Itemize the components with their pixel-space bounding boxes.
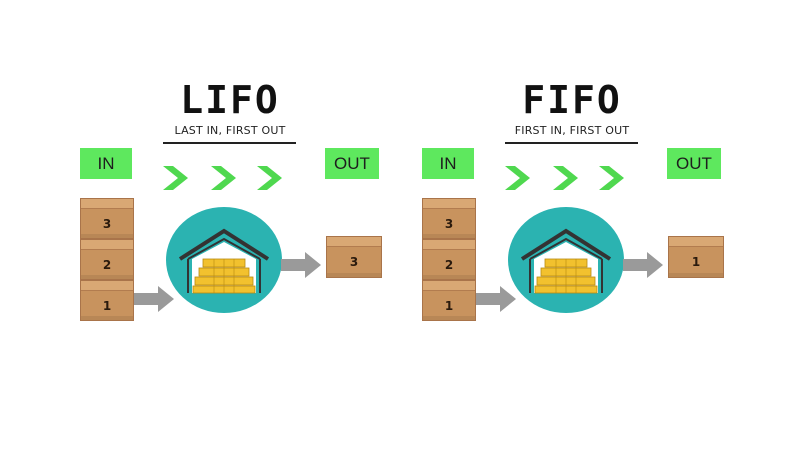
fifo-subtitle: FIRST IN, FIRST OUT (514, 124, 630, 137)
box-number: 1 (444, 299, 454, 313)
chevron-right-icon (211, 166, 236, 190)
box-flap (423, 199, 475, 209)
fifo-in-label: IN (439, 153, 457, 173)
fifo-in-tag: IN (422, 148, 474, 179)
box-flap (81, 240, 133, 250)
lifo-in-tag: IN (80, 148, 132, 179)
chevron-right-icon (257, 166, 282, 190)
box-number: 3 (102, 217, 112, 231)
fifo-out-tag: OUT (667, 148, 721, 179)
lifo-box-1: 1 (80, 280, 134, 321)
box-number: 3 (444, 217, 454, 231)
box-flap (423, 281, 475, 291)
lifo-subtitle-rule (163, 142, 296, 144)
arrow-right-icon (281, 252, 321, 278)
box-flap (81, 281, 133, 291)
fifo-out-label: OUT (676, 153, 712, 173)
box-number: 2 (444, 258, 454, 272)
chevron-right-icon (505, 166, 530, 190)
box-number: 1 (691, 255, 701, 269)
arrow-right-icon (623, 252, 663, 278)
arrow-right-icon (134, 286, 174, 312)
lifo-subtitle: LAST IN, FIRST OUT (174, 124, 286, 137)
fifo-box-1: 1 (422, 280, 476, 321)
box-flap (669, 237, 723, 247)
fifo-warehouse-icon (508, 207, 624, 313)
fifo-box-2: 2 (422, 239, 476, 280)
box-number: 2 (102, 258, 112, 272)
lifo-box-3: 3 (80, 198, 134, 239)
chevron-right-icon (553, 166, 578, 190)
lifo-out-tag: OUT (325, 148, 379, 179)
box-number: 1 (102, 299, 112, 313)
chevron-right-icon (599, 166, 624, 190)
box-flap (81, 199, 133, 209)
lifo-box-2: 2 (80, 239, 134, 280)
fifo-title: FIFO (522, 78, 622, 122)
lifo-warehouse-icon (166, 207, 282, 313)
lifo-title: LIFO (180, 78, 280, 122)
lifo-out-box: 3 (326, 236, 382, 278)
lifo-out-label: OUT (334, 153, 370, 173)
fifo-panel: FIFO FIRST IN, FIRST OUT IN OUT 3 2 1 (342, 0, 742, 450)
arrow-right-icon (476, 286, 516, 312)
fifo-subtitle-rule (505, 142, 638, 144)
box-flap (423, 240, 475, 250)
box-flap (327, 237, 381, 247)
box-number: 3 (349, 255, 359, 269)
chevron-right-icon (163, 166, 188, 190)
fifo-box-3: 3 (422, 198, 476, 239)
lifo-panel: LIFO LAST IN, FIRST OUT IN OUT 3 2 1 (80, 78, 382, 321)
fifo-out-box: 1 (668, 236, 724, 278)
lifo-in-label: IN (97, 153, 115, 173)
